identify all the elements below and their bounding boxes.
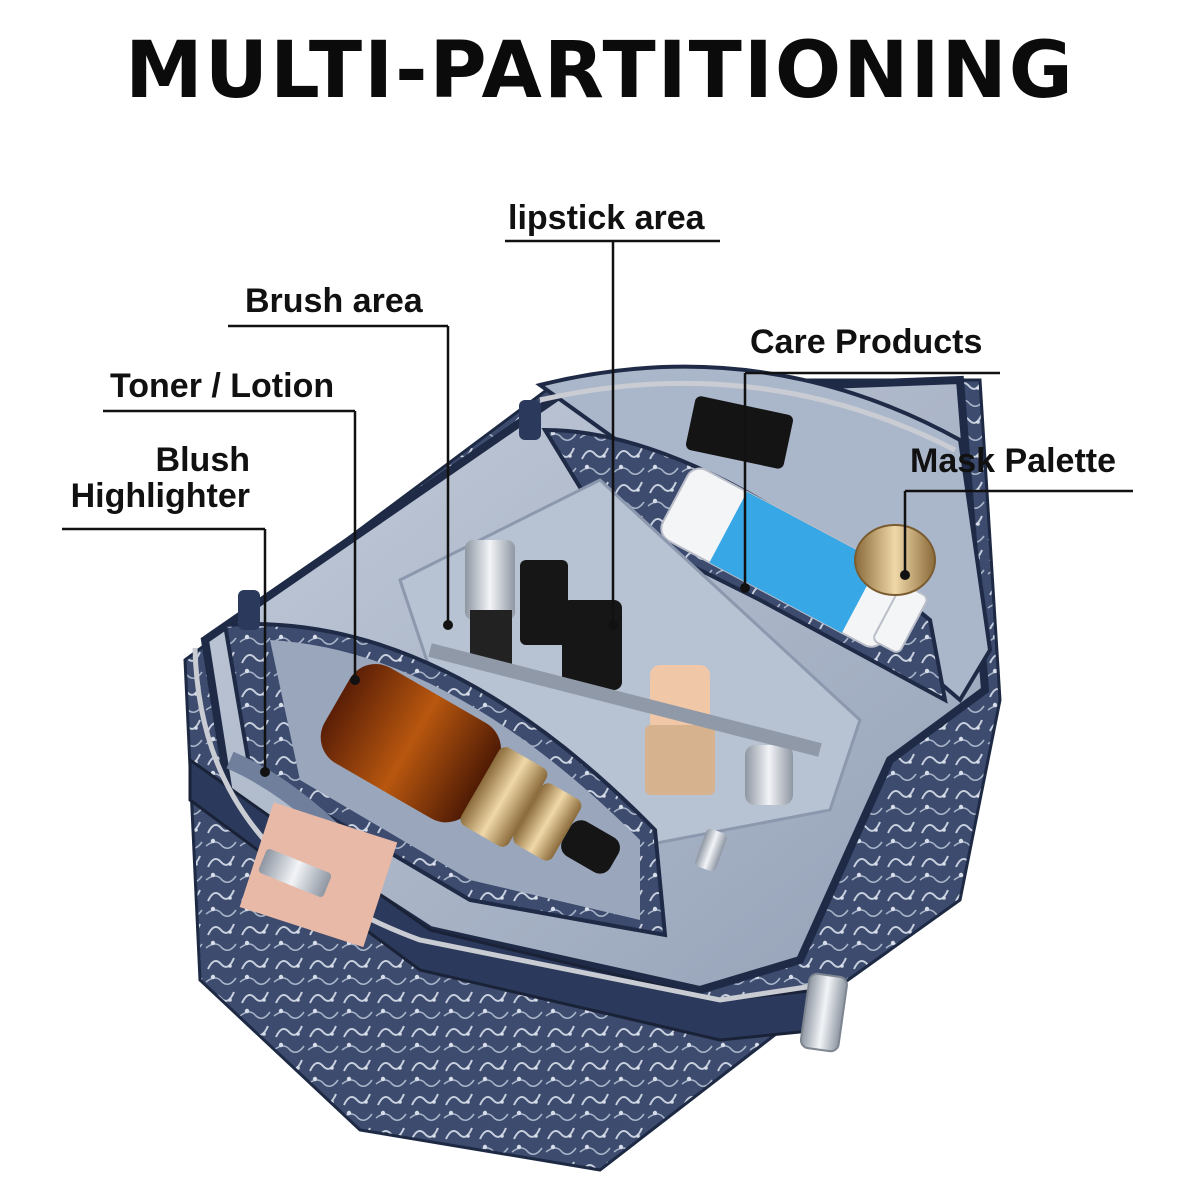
page-title: MULTI-PARTITIONING	[125, 26, 1075, 116]
label-brush-area: Brush area	[245, 282, 423, 320]
label-blush-highlighter: Blush Highlighter	[60, 442, 250, 514]
label-toner-lotion: Toner / Lotion	[110, 367, 335, 405]
label-mask-palette: Mask Palette	[910, 442, 1116, 480]
label-blush-line2: Highlighter	[70, 477, 250, 516]
label-lipstick-area: lipstick area	[508, 199, 705, 237]
label-blush-line1: Blush	[155, 441, 250, 479]
label-care-products: Care Products	[750, 323, 983, 361]
